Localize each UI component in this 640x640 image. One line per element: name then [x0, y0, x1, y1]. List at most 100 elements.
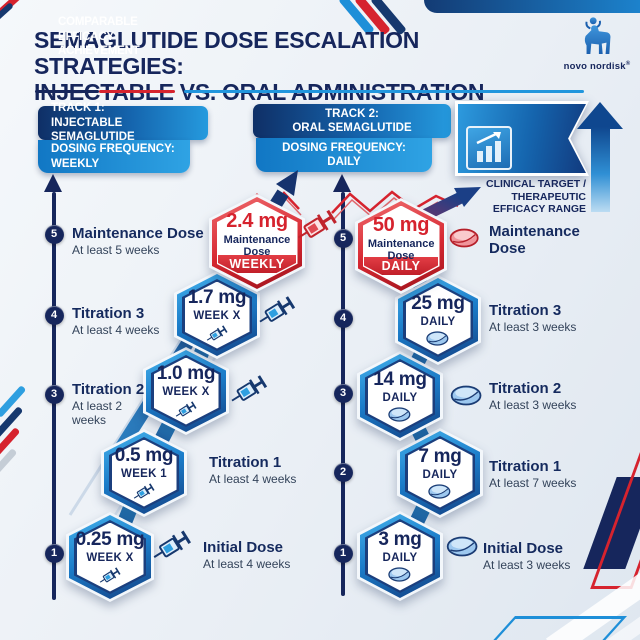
efficacy-banner-line1: COMPARABLE: [58, 16, 138, 28]
efficacy-banner-line3: ACHIEVEMENT: [58, 45, 140, 58]
dose-node-2-4mg-maintenance: WEEKLY 2.4 mg Maintenance Dose: [209, 194, 305, 292]
track2-step-marker-5: 5: [333, 228, 353, 248]
pill-icon: [446, 536, 478, 557]
syringe-icon: [228, 373, 269, 408]
pill-icon: [426, 331, 449, 346]
duration-label: At least 4 weeks: [209, 471, 297, 486]
maintenance-label: Maintenance Dose: [367, 238, 435, 263]
maintenance-band: DAILY: [364, 256, 438, 275]
dose-node-1-0mg: 1.0 mg WEEK X: [143, 347, 229, 435]
duration-label: At least 4 weeks: [72, 322, 160, 337]
duration-label: At least 3 weeks: [489, 397, 577, 412]
up-arrow-shaft: [591, 127, 610, 212]
bull-icon: [584, 17, 611, 55]
title-rule-navy: [35, 90, 99, 93]
track2-step4-label: Titration 3 At least 3 weeks: [489, 302, 609, 335]
dose-node-50mg-maintenance: DAILY 50 mg Maintenance Dose: [355, 198, 447, 294]
clinical-target-line3: EFFICACY RANGE: [492, 203, 586, 216]
pill-red-icon: [449, 228, 479, 248]
track2-header-line2: ORAL SEMAGLUTIDE: [292, 122, 412, 134]
brand-text: novo nordisk®: [563, 61, 631, 73]
dose-node-0-5mg: 0.5 mg WEEK 1: [101, 429, 187, 517]
duration-label: At least 7 weeks: [489, 475, 577, 490]
track2-frequency-value: DAILY: [327, 156, 361, 168]
clinical-target-line1: CLINICAL TARGET /: [486, 178, 586, 190]
track2-step5-label: Maintenance Dose: [489, 223, 583, 258]
dose-schedule: WEEK X: [193, 309, 241, 322]
duration-label: At least 4 weeks: [203, 556, 291, 571]
title-rule-blue: [184, 90, 584, 93]
dose-value: 0.25 mg: [75, 528, 145, 550]
pill-icon: [450, 385, 482, 406]
dose-node-0-25mg: 0.25 mg WEEK X: [66, 512, 154, 602]
track1-step-marker-5: 5: [44, 224, 64, 244]
track2-axis-arrowhead: [333, 174, 351, 192]
dose-value: 2.4 mg: [226, 210, 288, 232]
track1-axis-arrowhead: [44, 174, 62, 192]
dose-schedule: DAILY: [422, 469, 458, 481]
syringe-icon: [131, 481, 156, 502]
maintenance-band: WEEKLY: [218, 254, 296, 273]
dose-schedule: DAILY: [382, 392, 418, 404]
duration-label: At least 2 weeks: [72, 398, 123, 427]
duration-label: At least 5 weeks: [72, 242, 160, 257]
stage-label: Titration 3: [489, 302, 562, 319]
dose-value: 0.5 mg: [114, 444, 174, 466]
track2-step-marker-4: 4: [333, 308, 353, 328]
dose-value: 50 mg: [372, 214, 430, 236]
stage-label: Maintenance Dose: [489, 223, 580, 257]
track2-step-marker-2: 2: [333, 462, 353, 482]
stage-label: Initial Dose: [483, 540, 564, 557]
track2-step-marker-3: 3: [333, 383, 353, 403]
dose-node-7mg: 7 mg DAILY: [397, 428, 483, 518]
up-arrow-icon: [577, 102, 623, 129]
track2-step1-label: Initial Dose At least 3 weeks: [483, 540, 603, 573]
dose-value: 1.0 mg: [156, 362, 216, 384]
track1-step5-label: Maintenance Dose At least 5 weeks: [72, 225, 212, 258]
clinical-target-note: CLINICAL TARGET / THERAPEUTIC EFFICACY R…: [468, 178, 586, 216]
track1-step2-label: Titration 1 At least 4 weeks: [209, 454, 339, 487]
track1-frequency: DOSING FREQUENCY: WEEKLY: [38, 140, 190, 173]
syringe-icon: [150, 528, 192, 565]
stage-label: Titration 2: [72, 381, 145, 398]
trend-arrow-left-head: [276, 170, 298, 196]
pill-icon: [388, 567, 411, 582]
dose-schedule: DAILY: [382, 552, 418, 564]
track1-step3-label: Titration 2 At least 2 weeks: [72, 381, 154, 427]
maintenance-label: Maintenance Dose: [223, 234, 291, 259]
track1-step4-label: Titration 3 At least 4 weeks: [72, 305, 212, 338]
track1-step-marker-3: 3: [44, 384, 64, 404]
dose-node-1-7mg: 1.7 mg WEEK X: [174, 271, 260, 359]
track2-frequency-label: DOSING FREQUENCY:: [282, 141, 406, 154]
dose-schedule: WEEK X: [162, 385, 210, 398]
track1-step-marker-4: 4: [44, 305, 64, 325]
efficacy-banner-line2: EFFICACY: [58, 30, 114, 43]
track2-step3-label: Titration 2 At least 3 weeks: [489, 380, 609, 413]
pill-icon: [388, 407, 411, 422]
dose-value: 14 mg: [373, 369, 427, 390]
dose-node-25mg: 25 mg DAILY: [395, 275, 481, 365]
trend-zigzag-right: [331, 190, 459, 214]
track2-frequency: DOSING FREQUENCY: DAILY: [256, 138, 432, 172]
clinical-target-line2: THERAPEUTIC: [511, 190, 586, 203]
track1-step-marker-1: 1: [44, 543, 64, 563]
dose-value: 1.7 mg: [187, 286, 247, 308]
registered-mark: ®: [625, 61, 631, 67]
track1-frequency-label: DOSING FREQUENCY:: [51, 143, 175, 156]
top-right-band: [424, 0, 640, 13]
dose-schedule: WEEK X: [86, 551, 134, 564]
track2-header-line1: TRACK 2:: [325, 107, 379, 120]
track1-header-line1: TRACK 1:: [51, 102, 105, 115]
syringe-red-icon: [294, 207, 338, 246]
dose-schedule: WEEK 1: [121, 467, 167, 480]
dose-value: 7 mg: [418, 446, 462, 467]
syringe-icon: [256, 294, 297, 329]
dose-schedule: DAILY: [420, 316, 456, 328]
page-title-line1: SEMAGLUTIDE DOSE ESCALATION STRATEGIES:: [34, 27, 420, 79]
stage-label: Titration 1: [489, 458, 562, 475]
dose-node-14mg: 14 mg DAILY: [357, 351, 443, 441]
stage-label: Titration 2: [489, 380, 562, 397]
bar-chart-growth-icon: [466, 126, 512, 170]
track2-step2-label: Titration 1 At least 7 weeks: [489, 458, 609, 491]
